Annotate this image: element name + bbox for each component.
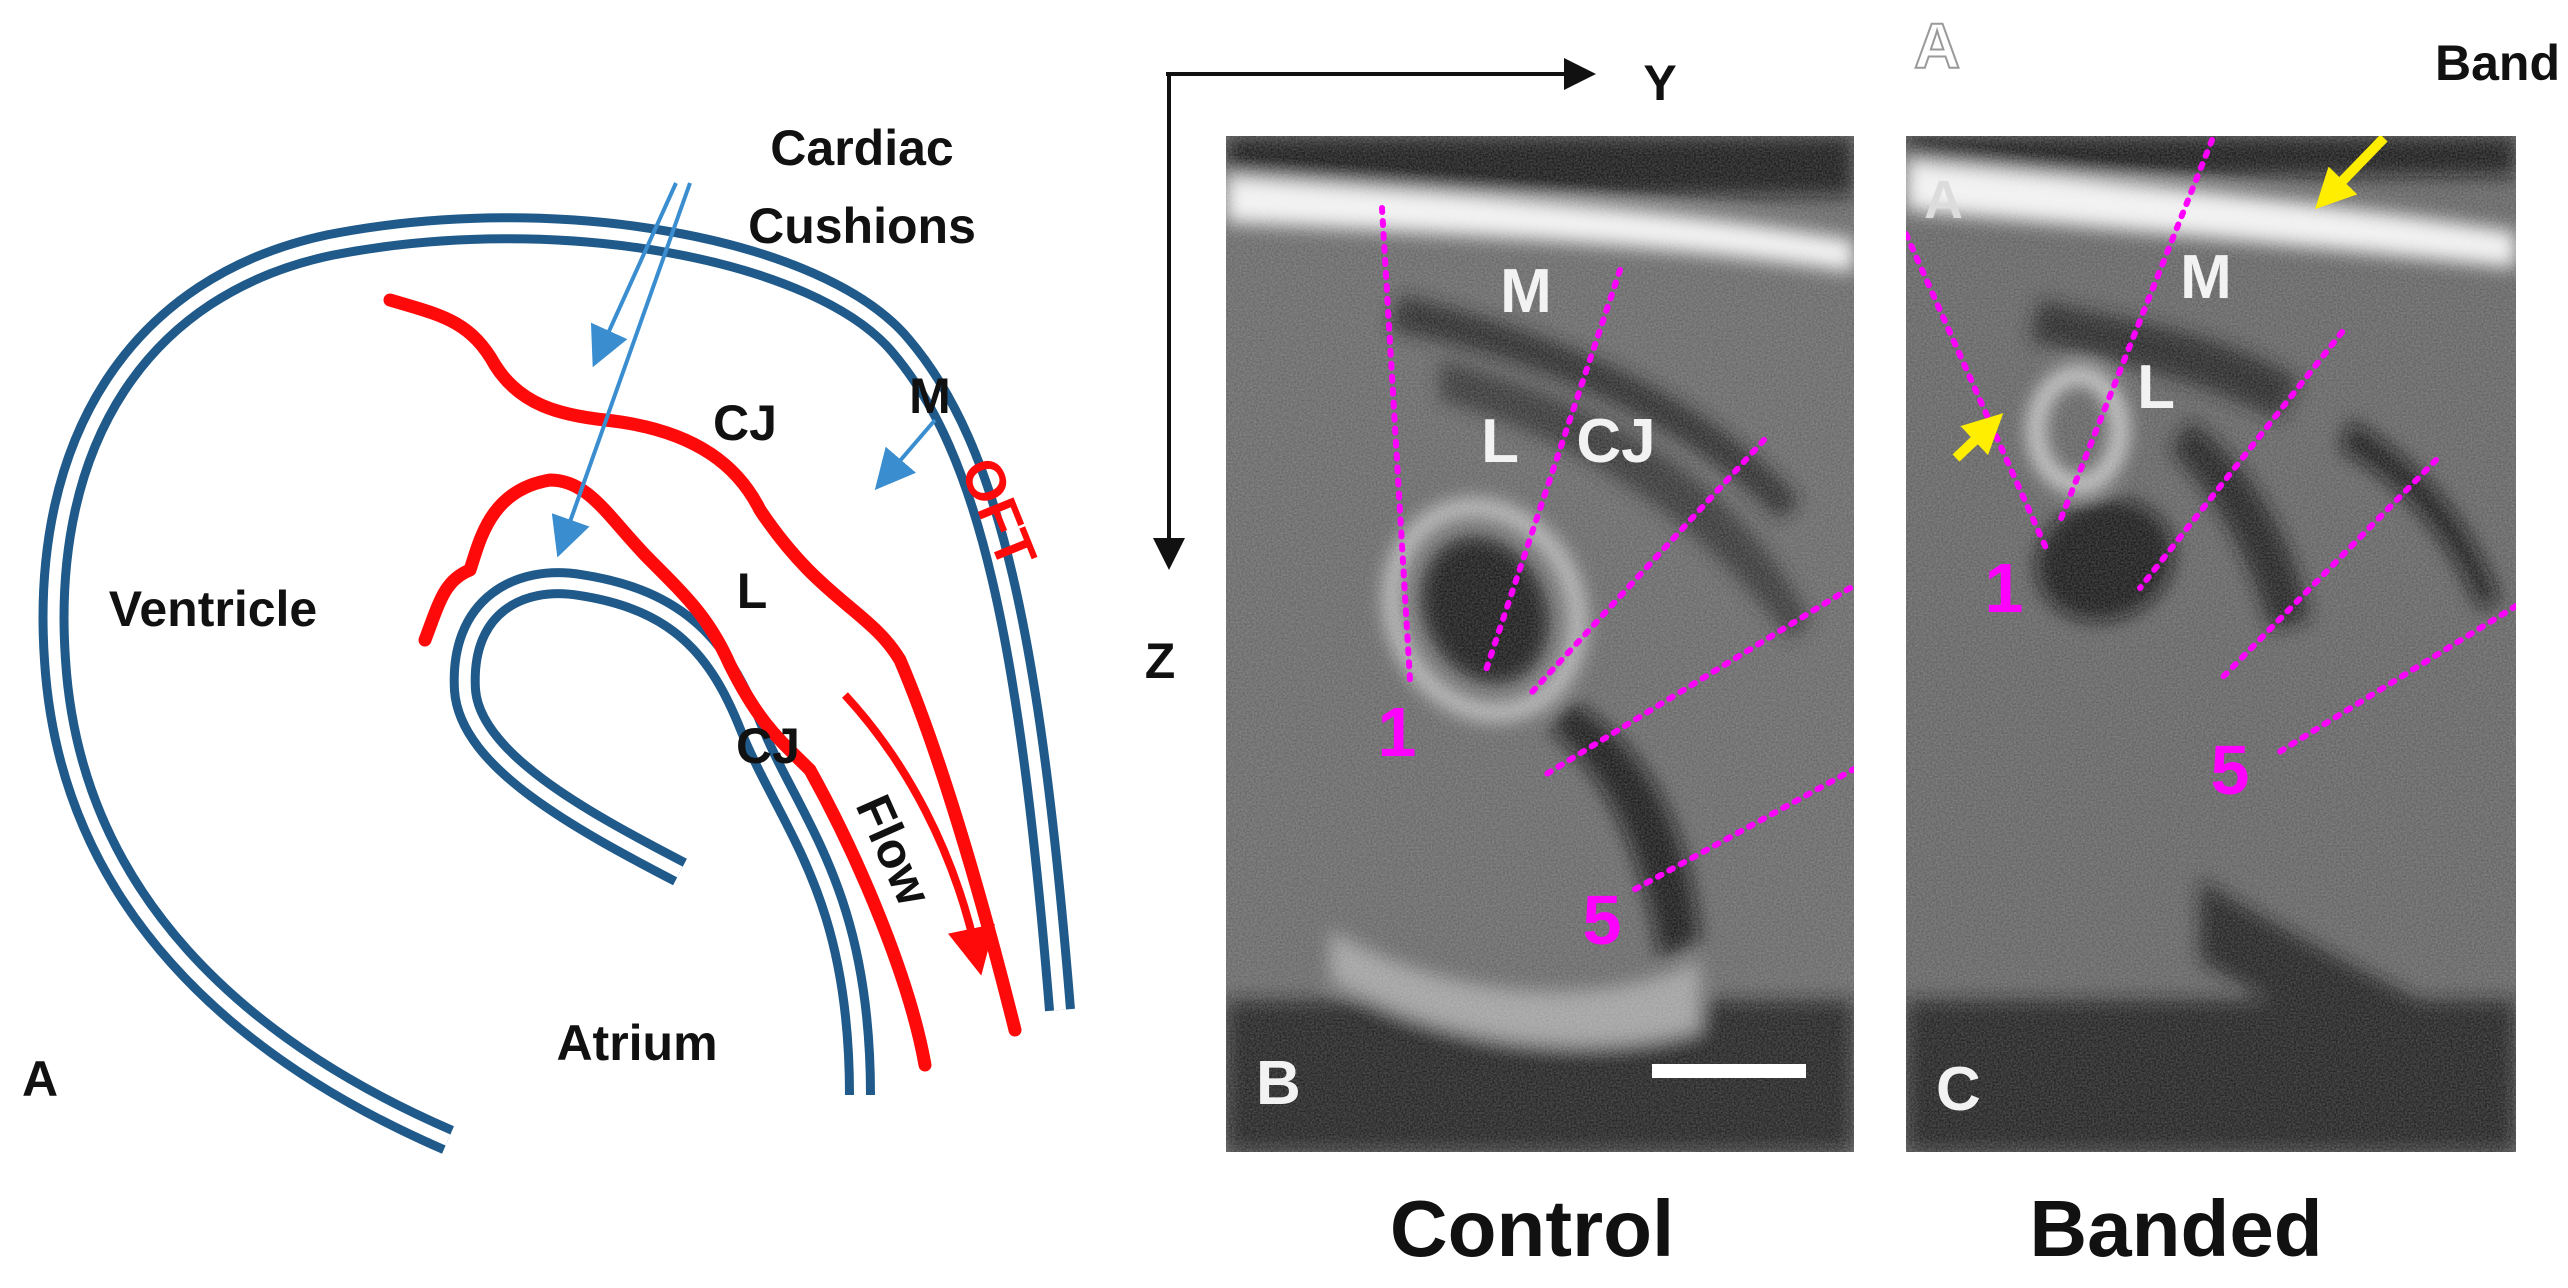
cushion-arrow-c [1952, 413, 2004, 462]
banded-caption: Banded [2029, 1184, 2322, 1273]
section-number-1-b: 1 [1378, 693, 1417, 771]
lumen-label-c: L [2137, 353, 2175, 422]
section-line-b-5 [1627, 765, 1854, 895]
ventricle-label: Ventricle [109, 581, 317, 637]
panel-a-schematic: Cardiac Cushions Ventricle Atrium CJ CJ … [22, 120, 1075, 1154]
cj-label-b: CJ [1576, 407, 1655, 476]
faint-letter-inside: A [1924, 170, 1963, 230]
lower-lumen-line [418, 473, 932, 1072]
panel-c-oct-image: A M L 1 5 C [1906, 136, 2516, 1152]
panel-a-letter: A [22, 1051, 58, 1107]
outer-vessel-wall [38, 213, 1075, 1154]
section-line-c-1 [1906, 231, 2049, 551]
section-number-1-c: 1 [1985, 549, 2024, 627]
cardiac-cushions-label-line1: Cardiac [770, 120, 953, 176]
panel-c-letter: C [1936, 1055, 1981, 1124]
oft-label: OFT [949, 449, 1049, 576]
section-line-c-5 [2273, 603, 2516, 757]
z-axis-label: Z [1145, 633, 1176, 689]
section-line-b-2 [1481, 267, 1623, 679]
cardiac-cushions-label-line2: Cushions [748, 198, 976, 254]
section-number-5-b: 5 [1583, 881, 1622, 959]
section-line-b-1 [1379, 205, 1413, 683]
section-line-c-2 [2055, 137, 2215, 529]
upper-lumen-line [383, 293, 1022, 1037]
myocardium-label-c: M [2180, 243, 2232, 312]
y-axis-label: Y [1643, 55, 1676, 111]
section-line-c-3 [2137, 329, 2345, 591]
lumen-label-a: L [737, 563, 768, 619]
faint-letter-outside: A [1914, 10, 1960, 82]
panel-b-oct-image: M L CJ 1 5 B [1226, 136, 1854, 1152]
inner-vessel-wall [449, 568, 875, 1096]
section-line-b-3 [1529, 437, 1767, 695]
axes-indicator: Y Z [1145, 55, 1677, 689]
flow-label: Flow [845, 787, 943, 914]
myocardium-pointer [874, 418, 937, 491]
control-caption: Control [1390, 1184, 1674, 1273]
section-number-5-c: 5 [2211, 731, 2250, 809]
atrium-label: Atrium [556, 1015, 717, 1071]
band-label: Band [2435, 35, 2560, 91]
lumen-label-b: L [1481, 407, 1519, 476]
myocardium-label-b: M [1500, 257, 1552, 326]
band-arrow [2315, 136, 2388, 210]
cj-label-upper: CJ [713, 395, 777, 451]
section-line-c-4 [2217, 457, 2439, 683]
cushion-pointer-lower [551, 182, 692, 558]
cj-label-lower: CJ [736, 718, 800, 774]
myocardium-label-a: M [909, 368, 951, 424]
panel-b-letter: B [1256, 1049, 1301, 1118]
section-line-b-4 [1537, 585, 1853, 781]
scale-bar [1652, 1064, 1806, 1078]
cushion-pointer-upper [590, 182, 678, 368]
flow-arrow [842, 692, 995, 976]
